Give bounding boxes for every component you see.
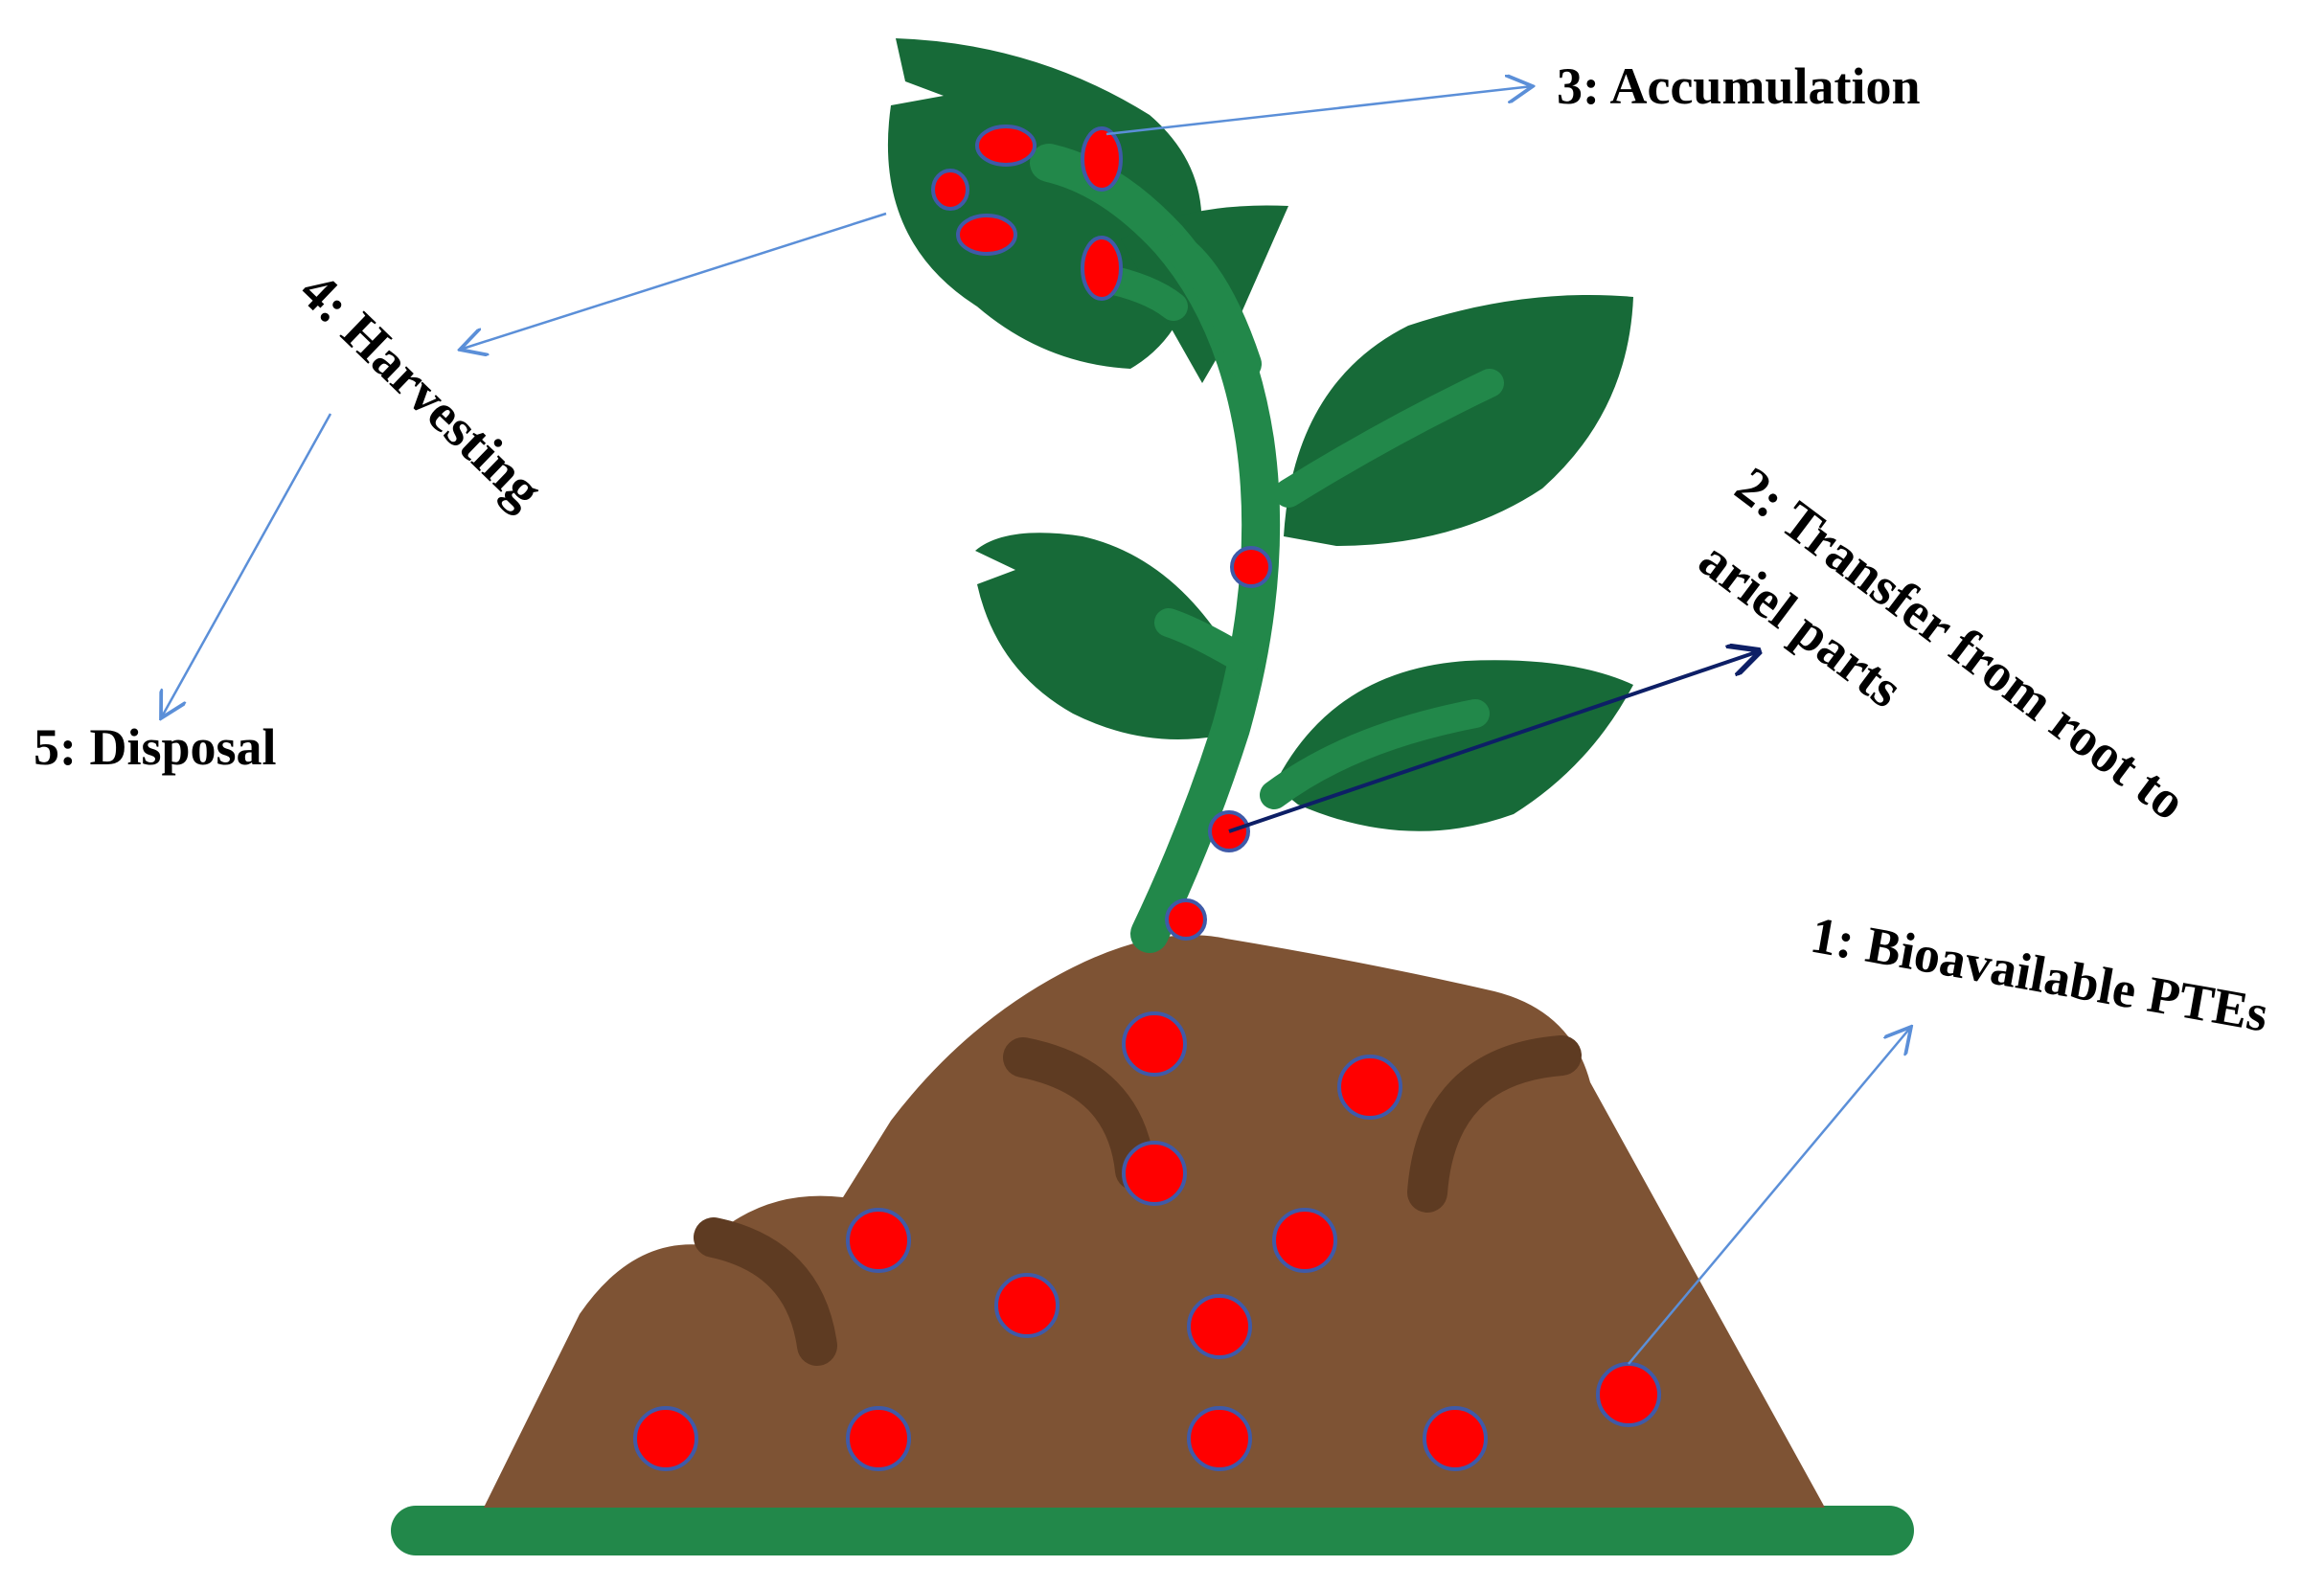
soil-furrow-1 [694,1217,837,1366]
pte-particle [1337,1055,1402,1120]
soil-furrow-3 [1407,1035,1582,1213]
arrow-harvesting [460,212,887,350]
pte-particle [1187,1294,1252,1359]
stem-branch-top [1162,233,1262,380]
leaf-pte-particles [931,125,1123,301]
pte-particle [1596,1362,1661,1427]
label-harvesting: 4: Harvesting [288,261,554,520]
leaf-left-middle [975,533,1250,739]
pte-particle [1187,1406,1252,1471]
leaf-vein-right-upper [1274,369,1504,508]
pte-particle [1122,1141,1187,1206]
pte-particle [1230,546,1272,588]
pte-particle [1272,1208,1337,1273]
leaf-right-lower [1274,660,1633,831]
soil-furrow-2 [1003,1037,1155,1191]
pte-particle [846,1208,911,1273]
pte-particle [931,169,969,211]
arrow-bioavailable [1628,1027,1911,1365]
pte-particle [1122,1011,1187,1077]
arrow-accumulation [1105,86,1533,136]
pte-particle [975,125,1037,167]
ground-bar [391,1506,1914,1555]
label-accumulation: 3: Accumulation [1557,57,1921,115]
arrow-disposal [161,413,332,718]
pte-particle [994,1273,1059,1338]
label-disposal: 5: Disposal [34,718,277,776]
pte-particle [1081,236,1123,301]
pte-particle [956,214,1017,256]
soil-pte-particles [633,1011,1661,1471]
leaf-right-upper [1284,295,1633,546]
label-bioavailable: 1: Bioavailable PTEs [1807,906,2272,1043]
pte-particle [1165,898,1207,941]
plant-stem [1030,144,1281,953]
pte-particle [1081,126,1123,192]
pte-particle [633,1406,698,1471]
stem-pte-particles [1165,546,1272,941]
pte-particle [1423,1406,1488,1471]
leaf-vein-right-lower [1260,699,1490,809]
leaf-vein-left-middle [1154,608,1260,675]
arrow-transfer [1228,651,1759,833]
pte-particle [846,1406,911,1471]
